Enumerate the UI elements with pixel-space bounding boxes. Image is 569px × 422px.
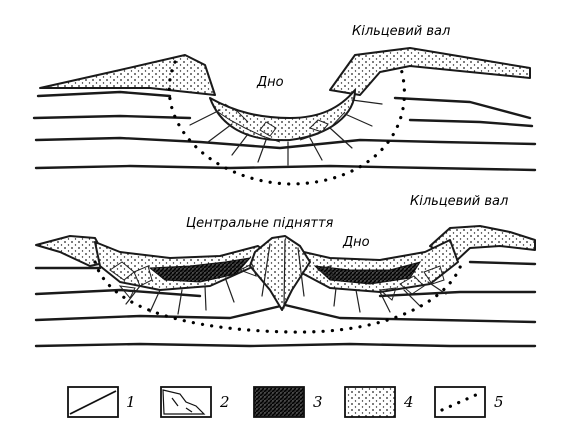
legend-item-2: 2 (160, 386, 230, 418)
rim-ejecta-left (39, 54, 216, 96)
fractured-breccia-icon (162, 389, 206, 415)
disturbed-zone-boundary (167, 60, 406, 186)
legend-number: 4 (403, 393, 414, 411)
melt-lens-left (148, 257, 252, 283)
stratum-line (32, 114, 534, 128)
rim-ejecta-right (329, 47, 531, 96)
rim-label-bottom: Кільцевий вал (410, 194, 508, 209)
legend-number: 1 (126, 393, 136, 411)
inclined-line-icon (69, 390, 117, 415)
dark-melt-icon (253, 386, 305, 418)
legend-item-5: 5 (434, 386, 504, 418)
fracture-lines (189, 99, 383, 166)
floor-label-bottom: Дно (342, 235, 370, 250)
legend-swatch (67, 386, 119, 418)
stratum-line (34, 303, 537, 324)
legend-item-4: 4 (344, 386, 414, 418)
legend: 1 2 3 4 5 (67, 386, 504, 418)
crater-floor-lens (209, 89, 356, 142)
stratum-line (34, 136, 537, 150)
rim-label-top: Кільцевий вал (352, 24, 450, 39)
rim-ejecta-right-bottom (429, 225, 536, 263)
legend-number: 2 (219, 393, 230, 411)
central-uplift-label: Центральне підняття (186, 216, 334, 231)
legend-item-1: 1 (67, 386, 136, 418)
legend-number: 5 (494, 393, 504, 411)
legend-number: 3 (313, 393, 323, 411)
disturbed-zone-boundary-bottom (93, 260, 464, 334)
complex-crater-cross-section: Кільцевий вал Центральне підняття Дно (34, 194, 537, 348)
stratum-line (36, 90, 532, 120)
legend-item-3: 3 (253, 386, 323, 418)
melt-lens-right (313, 261, 422, 285)
fracture-lines-bottom (125, 239, 447, 315)
stratum-line (34, 342, 537, 348)
dotted-fill-icon (344, 386, 396, 418)
dotted-boundary-icon (440, 392, 480, 412)
breccia-zone-bottom (109, 261, 445, 301)
stratum-line (34, 288, 537, 298)
crater-floor-right (294, 239, 459, 293)
stratum-line (34, 260, 537, 270)
legend-swatch (434, 386, 486, 418)
simple-crater-cross-section: Кільцевий вал Дно (32, 24, 537, 186)
floor-label-top: Дно (256, 75, 284, 90)
stratum-line (34, 164, 537, 172)
breccia-zone (214, 103, 346, 143)
